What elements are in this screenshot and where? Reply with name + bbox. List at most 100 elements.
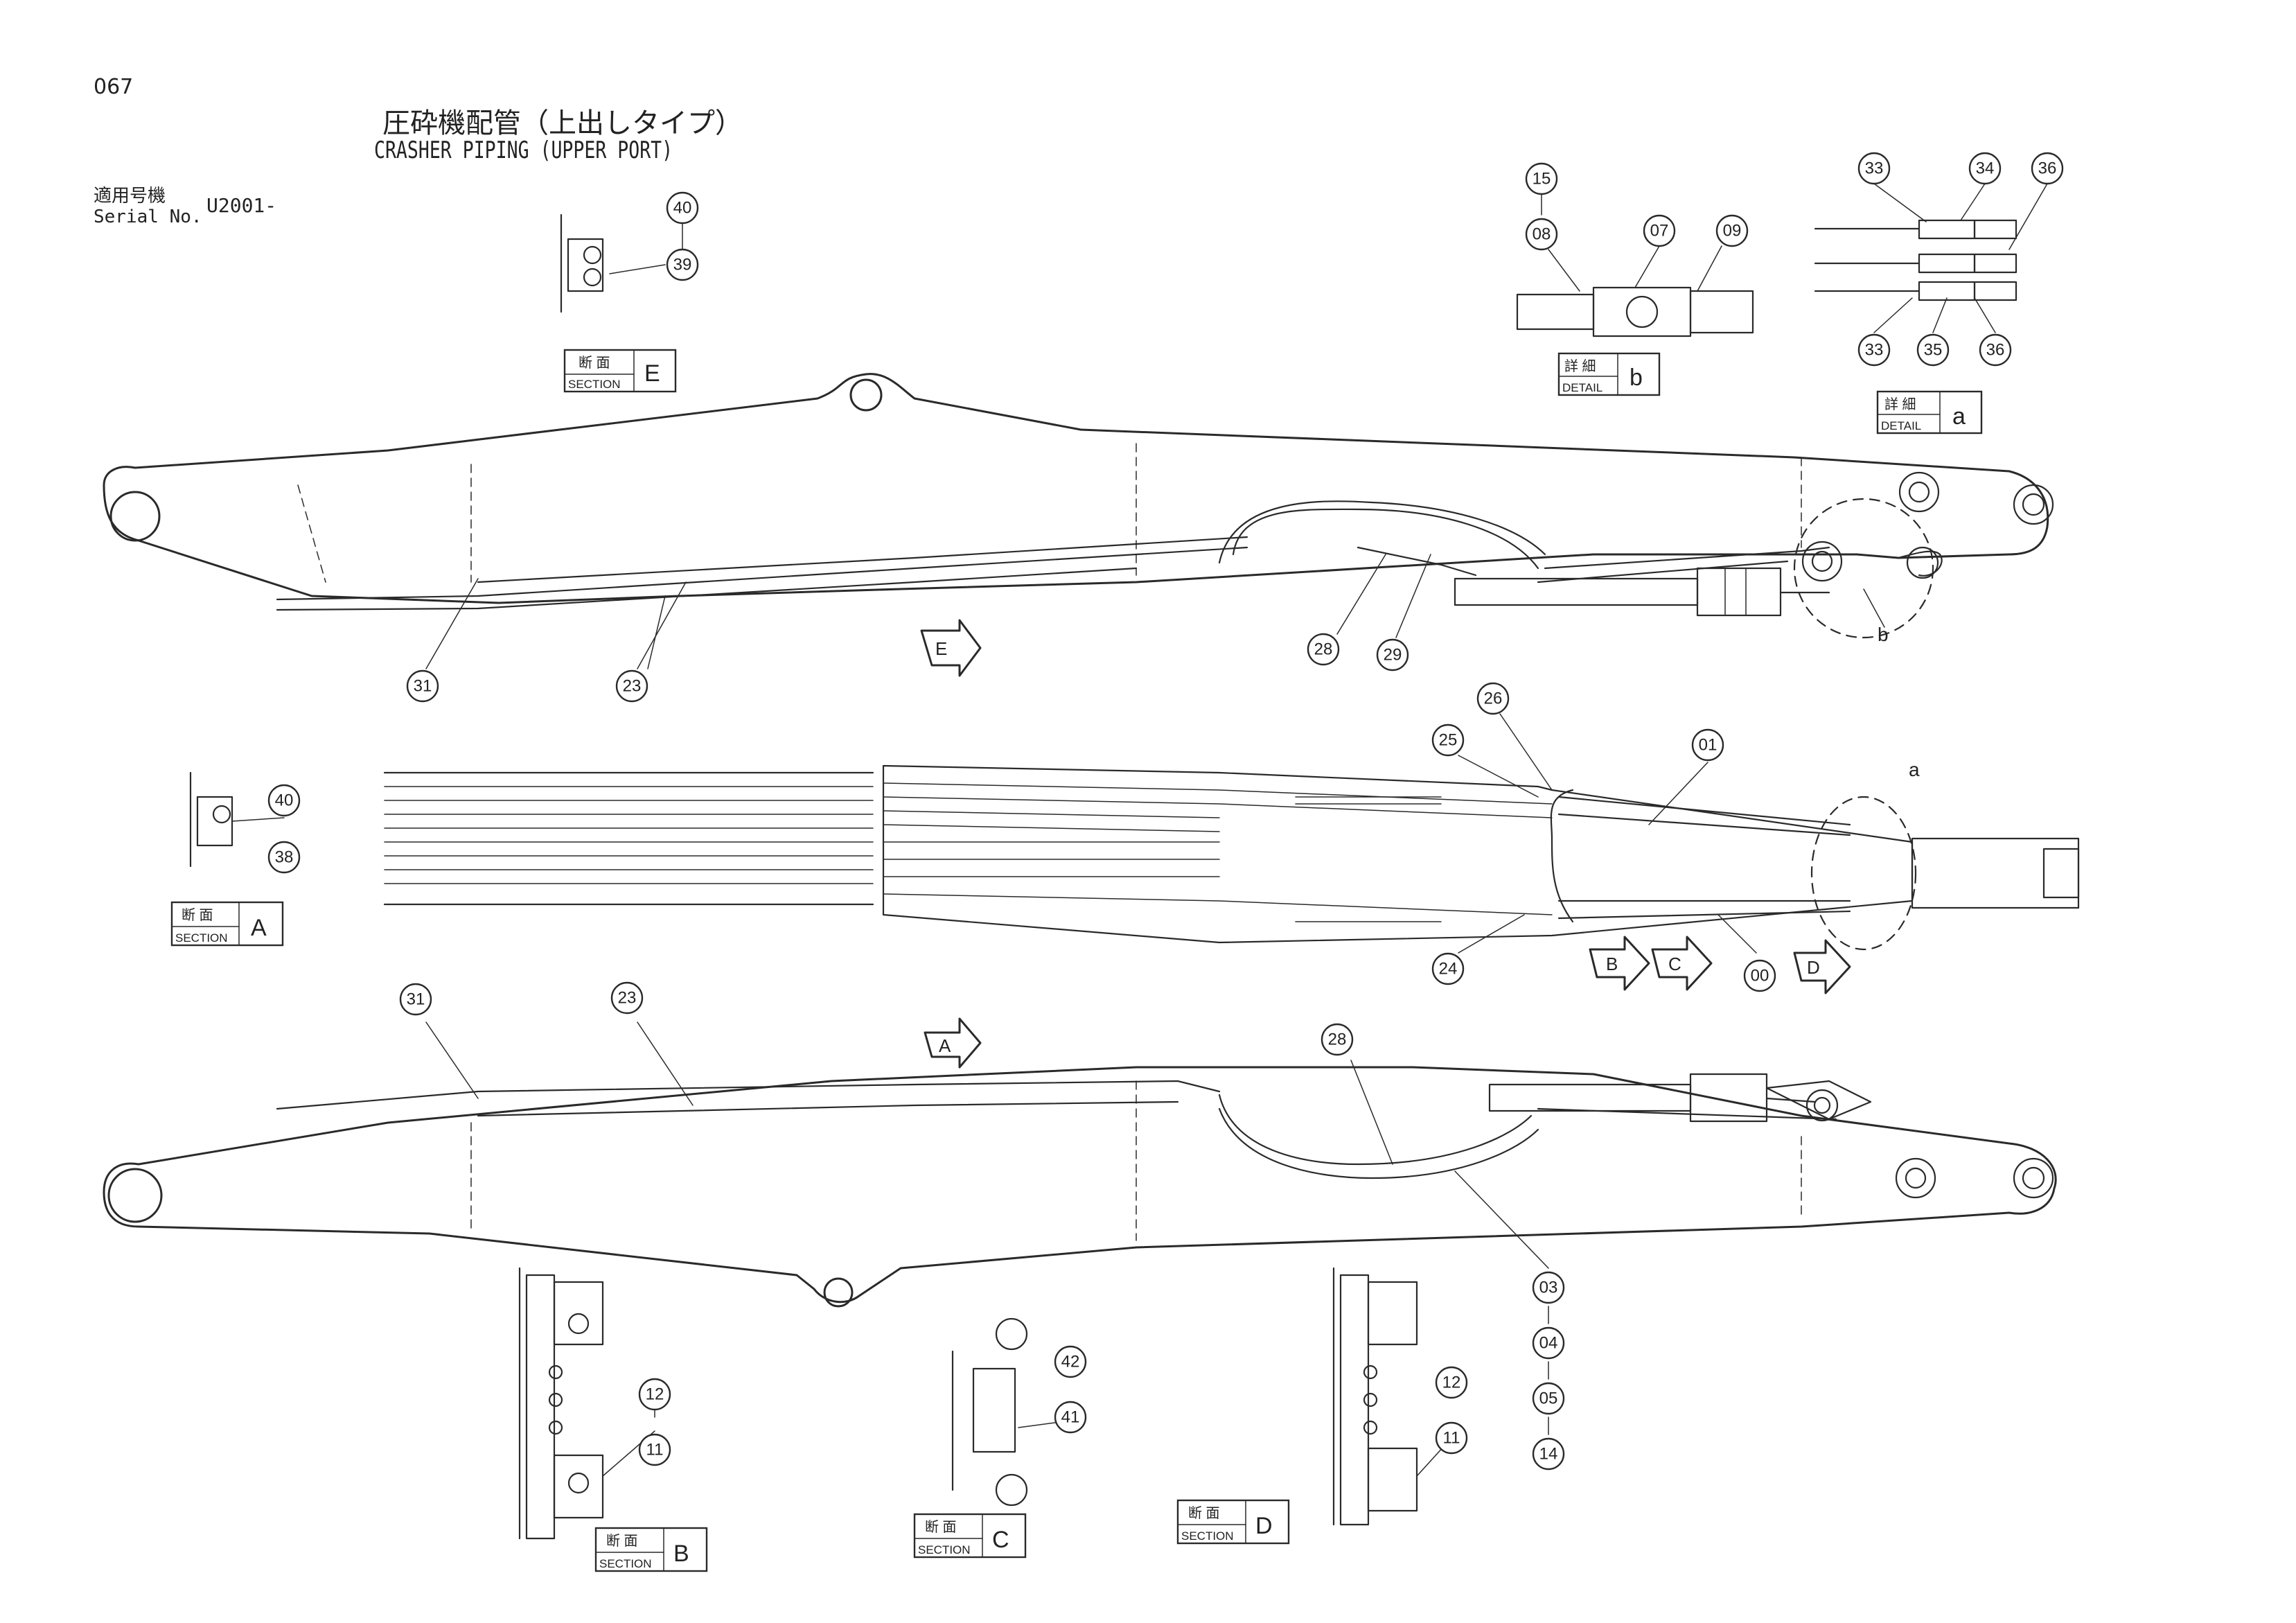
callout-33-bottom: 33 bbox=[1857, 333, 1891, 367]
callout-11-d: 11 bbox=[1435, 1421, 1468, 1455]
serial-label-en: Serial No. bbox=[94, 207, 202, 227]
section-c-sketch bbox=[951, 1317, 1028, 1507]
svg-text:40: 40 bbox=[275, 791, 294, 810]
svg-text:36: 36 bbox=[2038, 159, 2057, 178]
svg-text:01: 01 bbox=[1699, 736, 1717, 755]
svg-text:15: 15 bbox=[1533, 170, 1551, 188]
title-english: CRASHER PIPING (UPPER PORT) bbox=[374, 137, 673, 164]
title-japanese: 圧砕機配管（上出しタイプ） bbox=[382, 107, 743, 139]
svg-text:24: 24 bbox=[1439, 960, 1458, 979]
svg-text:断 面: 断 面 bbox=[1188, 1505, 1220, 1521]
callout-31-bottom: 31 bbox=[399, 983, 432, 1016]
callout-25: 25 bbox=[1431, 723, 1465, 757]
section-e-sketch bbox=[560, 213, 604, 313]
section-b-box: 断 面 SECTION B bbox=[594, 1527, 708, 1572]
callout-05: 05 bbox=[1532, 1382, 1565, 1415]
svg-text:23: 23 bbox=[618, 989, 637, 1008]
callout-40-e: 40 bbox=[666, 191, 699, 225]
svg-text:26: 26 bbox=[1484, 690, 1503, 708]
lower-boom-view bbox=[103, 1066, 2057, 1308]
upper-boom-view bbox=[103, 373, 2054, 639]
section-e-box: 断 面 SECTION E bbox=[563, 349, 677, 393]
callout-07: 07 bbox=[1643, 214, 1676, 247]
svg-text:B: B bbox=[673, 1541, 689, 1567]
view-arrow-c: C bbox=[1651, 936, 1713, 991]
svg-text:39: 39 bbox=[673, 256, 692, 274]
svg-text:詳 細: 詳 細 bbox=[1884, 396, 1916, 412]
view-arrow-d: D bbox=[1793, 939, 1851, 994]
svg-text:36: 36 bbox=[1986, 341, 2005, 360]
svg-text:DETAIL: DETAIL bbox=[1881, 419, 1921, 432]
callout-34: 34 bbox=[1968, 152, 2002, 185]
svg-text:41: 41 bbox=[1061, 1408, 1080, 1427]
svg-text:38: 38 bbox=[275, 848, 294, 867]
svg-text:DETAIL: DETAIL bbox=[1562, 381, 1602, 394]
svg-text:40: 40 bbox=[673, 199, 692, 218]
svg-text:D: D bbox=[1807, 957, 1820, 978]
callout-12-d: 12 bbox=[1435, 1366, 1468, 1399]
svg-text:35: 35 bbox=[1924, 341, 1943, 360]
callout-15: 15 bbox=[1525, 162, 1558, 195]
view-arrow-b: B bbox=[1589, 936, 1650, 991]
callout-04: 04 bbox=[1532, 1326, 1565, 1360]
svg-text:03: 03 bbox=[1539, 1279, 1558, 1297]
callout-01: 01 bbox=[1691, 728, 1724, 762]
callout-33-top: 33 bbox=[1857, 152, 1891, 185]
callout-42: 42 bbox=[1054, 1345, 1087, 1378]
svg-text:42: 42 bbox=[1061, 1353, 1080, 1371]
svg-text:28: 28 bbox=[1328, 1030, 1347, 1049]
callout-40-a: 40 bbox=[267, 784, 301, 817]
view-arrow-e: E bbox=[920, 619, 982, 677]
svg-text:29: 29 bbox=[1384, 646, 1402, 665]
svg-text:断 面: 断 面 bbox=[606, 1533, 638, 1549]
section-a-box: 断 面 SECTION A bbox=[170, 901, 284, 947]
detail-a-box: 詳 細 DETAIL a bbox=[1876, 390, 1983, 435]
callout-23-bottom: 23 bbox=[610, 981, 644, 1015]
svg-text:断 面: 断 面 bbox=[925, 1519, 957, 1535]
callout-09: 09 bbox=[1715, 214, 1749, 247]
callout-group: 40 39 15 08 07 09 33 34 36 33 35 36 28 2… bbox=[267, 152, 2064, 1471]
svg-text:28: 28 bbox=[1314, 640, 1333, 659]
serial-label-jp: 適用号機 bbox=[94, 186, 166, 207]
leader-lines bbox=[231, 183, 2048, 1477]
callout-36-bottom: 36 bbox=[1979, 333, 2012, 367]
callout-08: 08 bbox=[1525, 218, 1558, 251]
svg-text:11: 11 bbox=[1443, 1429, 1460, 1448]
detail-mark-a: a bbox=[1909, 759, 1920, 780]
svg-text:31: 31 bbox=[407, 990, 425, 1009]
callout-23-top: 23 bbox=[615, 669, 648, 703]
section-b-sketch bbox=[518, 1267, 604, 1540]
callout-26: 26 bbox=[1476, 682, 1510, 715]
section-d-box: 断 面 SECTION D bbox=[1176, 1499, 1290, 1545]
callout-11-b: 11 bbox=[638, 1433, 671, 1466]
detail-a-sketch bbox=[1814, 219, 2017, 301]
svg-text:12: 12 bbox=[1442, 1374, 1461, 1392]
svg-text:SECTION: SECTION bbox=[918, 1543, 971, 1556]
callout-12-b: 12 bbox=[638, 1378, 671, 1411]
svg-text:11: 11 bbox=[646, 1441, 664, 1459]
svg-text:A: A bbox=[939, 1035, 951, 1056]
callout-39: 39 bbox=[666, 248, 699, 281]
svg-text:33: 33 bbox=[1865, 159, 1884, 178]
callout-31-top: 31 bbox=[406, 669, 439, 703]
svg-text:C: C bbox=[1668, 954, 1681, 974]
callout-41: 41 bbox=[1054, 1401, 1087, 1434]
svg-text:断 面: 断 面 bbox=[579, 355, 610, 371]
svg-text:14: 14 bbox=[1539, 1445, 1558, 1464]
svg-text:SECTION: SECTION bbox=[568, 378, 621, 391]
callout-00: 00 bbox=[1743, 959, 1776, 992]
callout-28-top: 28 bbox=[1307, 633, 1340, 666]
callout-38: 38 bbox=[267, 841, 301, 874]
section-a-sketch bbox=[189, 771, 233, 868]
view-arrow-a: A bbox=[924, 1017, 982, 1069]
callout-03: 03 bbox=[1532, 1271, 1565, 1304]
svg-text:12: 12 bbox=[646, 1385, 664, 1404]
svg-text:SECTION: SECTION bbox=[599, 1557, 652, 1570]
svg-text:25: 25 bbox=[1439, 731, 1458, 750]
svg-text:C: C bbox=[992, 1527, 1009, 1553]
callout-24: 24 bbox=[1431, 952, 1465, 985]
svg-text:E: E bbox=[644, 360, 660, 387]
svg-text:05: 05 bbox=[1539, 1389, 1558, 1408]
svg-text:B: B bbox=[1606, 954, 1618, 974]
svg-text:詳 細: 詳 細 bbox=[1564, 358, 1596, 374]
